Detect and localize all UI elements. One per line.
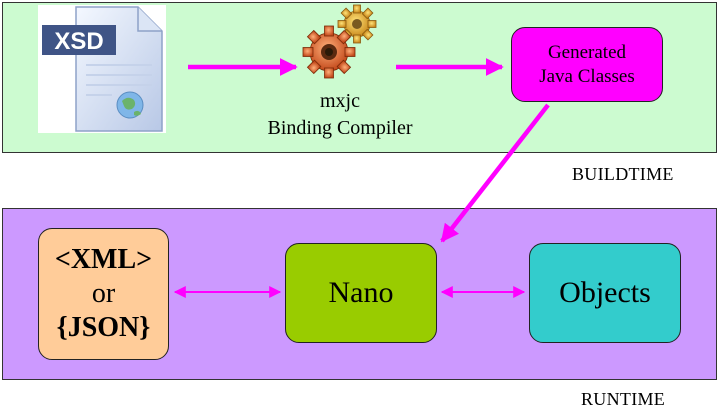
- nano-box: Nano: [285, 243, 437, 343]
- runtime-label: RUNTIME: [581, 389, 666, 409]
- java-classes-line1: Generated: [547, 41, 627, 63]
- xsd-icon-label: XSD: [54, 28, 103, 55]
- gears-icon: [302, 4, 377, 79]
- compiler-label: mxjc Binding Compiler: [245, 88, 435, 142]
- java-classes-line2: Java Classes: [539, 65, 635, 87]
- compiler-subtitle: Binding Compiler: [267, 117, 413, 139]
- compiler-name: mxjc: [320, 90, 360, 112]
- generated-java-classes-box: Generated Java Classes: [511, 27, 663, 102]
- xsd-file-icon: XSD: [38, 5, 166, 133]
- arrow-java-to-nano: [440, 103, 550, 243]
- json-label: {JSON}: [56, 312, 151, 343]
- or-label: or: [91, 278, 116, 309]
- objects-box: Objects: [529, 243, 681, 343]
- buildtime-label: BUILDTIME: [572, 164, 674, 184]
- xml-json-box: <XML> or {JSON}: [38, 228, 169, 360]
- xml-label: <XML>: [54, 244, 153, 275]
